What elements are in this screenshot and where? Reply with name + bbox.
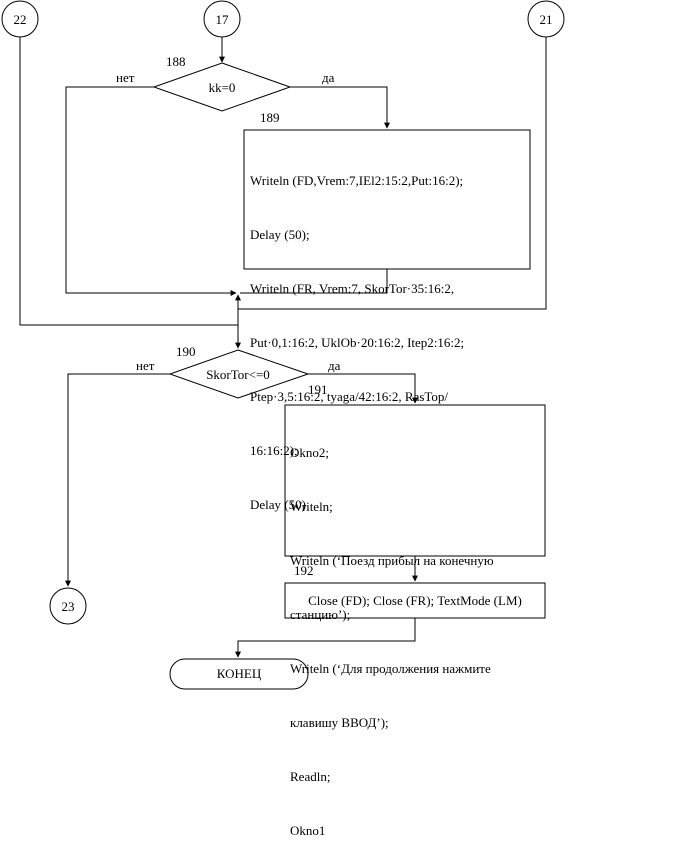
block-191-text: Okno2; Writeln; Writeln (‘Поезд прибыл н…	[290, 408, 542, 858]
decision-188-number: 188	[166, 54, 186, 69]
block-189-line: Delay (50);	[250, 227, 310, 242]
terminator-end: КОНЕЦ	[169, 658, 309, 690]
flow-line	[65, 86, 237, 296]
block-191-line: Writeln (‘Для продолжения нажмите	[290, 661, 491, 676]
flow-line	[235, 37, 547, 310]
flow-line	[19, 37, 241, 349]
block-189-line: Delay (50)	[250, 497, 306, 512]
decision-188-no-label: нет	[116, 70, 135, 85]
block-189-line: Writeln (FR, Vrem:7, SkorTor·35:16:2,	[250, 281, 455, 296]
connector-21-label: 21	[540, 12, 553, 27]
flow-line	[235, 618, 416, 658]
block-191-number: 191	[308, 382, 328, 397]
process-block-189	[243, 129, 531, 270]
flowchart: 22 17 21 23 kk=0 188 нет да 189 SkorTor<…	[1, 0, 565, 690]
decision-190-condition: SkorTor<=0	[206, 367, 270, 382]
block-189-line: Put·0,1:16:2, UklOb·20:16:2, Itep2:16:2;	[250, 335, 465, 350]
terminator-label: КОНЕЦ	[217, 666, 262, 681]
flow-line	[240, 269, 388, 294]
flow-line	[290, 86, 390, 129]
connector-21: 21	[527, 0, 565, 38]
decision-190: SkorTor<=0	[168, 349, 310, 399]
process-block-191	[284, 404, 546, 557]
connector-17-label: 17	[216, 12, 230, 27]
connector-22-label: 22	[14, 12, 27, 27]
connector-22: 22	[1, 0, 39, 38]
connector-23-label: 23	[62, 599, 75, 614]
block-191-line: Okno1	[290, 823, 326, 838]
block-192-text: Close (FD); Close (FR); TextMode (LM)	[308, 593, 522, 608]
connector-17: 17	[203, 0, 241, 38]
decision-190-number: 190	[176, 344, 196, 359]
block-191-line: Okno2;	[290, 445, 329, 460]
block-191-line: Readln;	[290, 769, 331, 784]
block-189-text: Writeln (FD,Vrem:7,IEl2:15:2,Put:16:2); …	[250, 136, 526, 532]
block-189-line: 16:16:2);	[250, 443, 298, 458]
decision-188: kk=0	[152, 62, 292, 112]
flow-line	[65, 373, 170, 587]
block-191-line: Writeln (‘Поезд прибыл на конечную	[290, 553, 494, 568]
block-191-line: клавишу ВВОД’);	[290, 715, 389, 730]
block-191-line: станцию’);	[290, 607, 351, 622]
block-192-number: 192	[294, 563, 314, 578]
decision-190-no-label: нет	[136, 358, 155, 373]
decision-188-condition: kk=0	[209, 80, 236, 95]
connector-23: 23	[49, 587, 87, 625]
decision-190-yes-label: да	[328, 358, 341, 373]
process-block-192	[284, 582, 546, 619]
decision-188-yes-label: да	[322, 70, 335, 85]
block-191-line: Writeln;	[290, 499, 333, 514]
block-189-line: Writeln (FD,Vrem:7,IEl2:15:2,Put:16:2);	[250, 173, 464, 188]
block-189-number: 189	[260, 110, 280, 125]
block-189-line: Ptep·3,5:16:2, tyaga/42:16:2, RasTop/	[250, 389, 449, 404]
flow-line	[308, 373, 418, 404]
